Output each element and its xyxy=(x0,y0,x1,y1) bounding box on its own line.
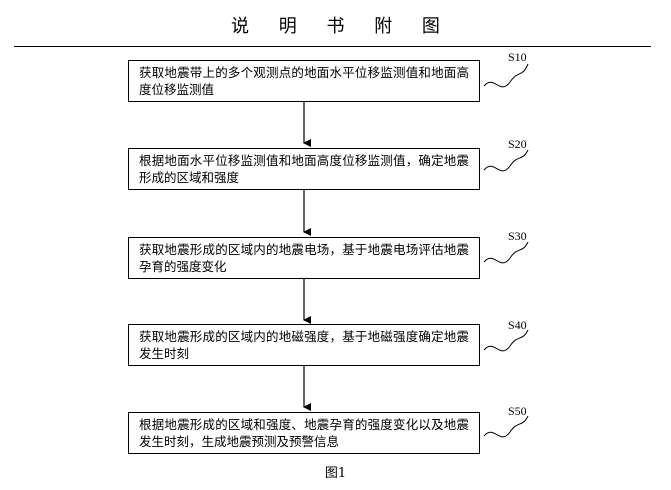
step-label-s10: S10 xyxy=(508,50,527,64)
step-text: 获取地震形成的区域内的地磁强度，基于地磁强度确定地震发生时刻 xyxy=(139,329,469,361)
step-text: 获取地震形成的区域内的地震电场，基于地震电场评估地震孕育的强度变化 xyxy=(139,242,469,274)
leader-line-s50 xyxy=(483,415,529,438)
figure-caption: 图1 xyxy=(324,466,347,481)
step-text: 根据地面水平位移监测值和地面高度位移监测值，确定地震形成的区域和强度 xyxy=(139,153,469,185)
step-text: 获取地震带上的多个观测点的地面水平位移监测值和地面高度位移监测值 xyxy=(139,65,469,97)
step-label-s30: S30 xyxy=(508,229,527,243)
step-box-s40: 获取地震形成的区域内的地磁强度，基于地磁强度确定地震发生时刻 xyxy=(128,324,480,366)
page-title: 说 明 书 附 图 xyxy=(231,16,452,37)
leader-line-s10 xyxy=(483,63,529,88)
header-divider xyxy=(14,46,651,47)
step-label-s50: S50 xyxy=(508,404,527,418)
leader-line-s40 xyxy=(483,329,529,352)
step-box-s10: 获取地震带上的多个观测点的地面水平位移监测值和地面高度位移监测值 xyxy=(128,60,480,102)
step-label-s40: S40 xyxy=(508,318,527,332)
leader-line-s20 xyxy=(483,149,529,172)
step-text: 根据地震形成的区域和强度、地震孕育的强度变化以及地震发生时刻，生成地震预测及预警… xyxy=(139,417,469,449)
step-box-s50: 根据地震形成的区域和强度、地震孕育的强度变化以及地震发生时刻，生成地震预测及预警… xyxy=(128,412,480,454)
step-label-s20: S20 xyxy=(508,137,527,151)
leader-line-s30 xyxy=(483,241,529,264)
step-box-s20: 根据地面水平位移监测值和地面高度位移监测值，确定地震形成的区域和强度 xyxy=(128,148,480,190)
step-box-s30: 获取地震形成的区域内的地震电场，基于地震电场评估地震孕育的强度变化 xyxy=(128,237,480,279)
